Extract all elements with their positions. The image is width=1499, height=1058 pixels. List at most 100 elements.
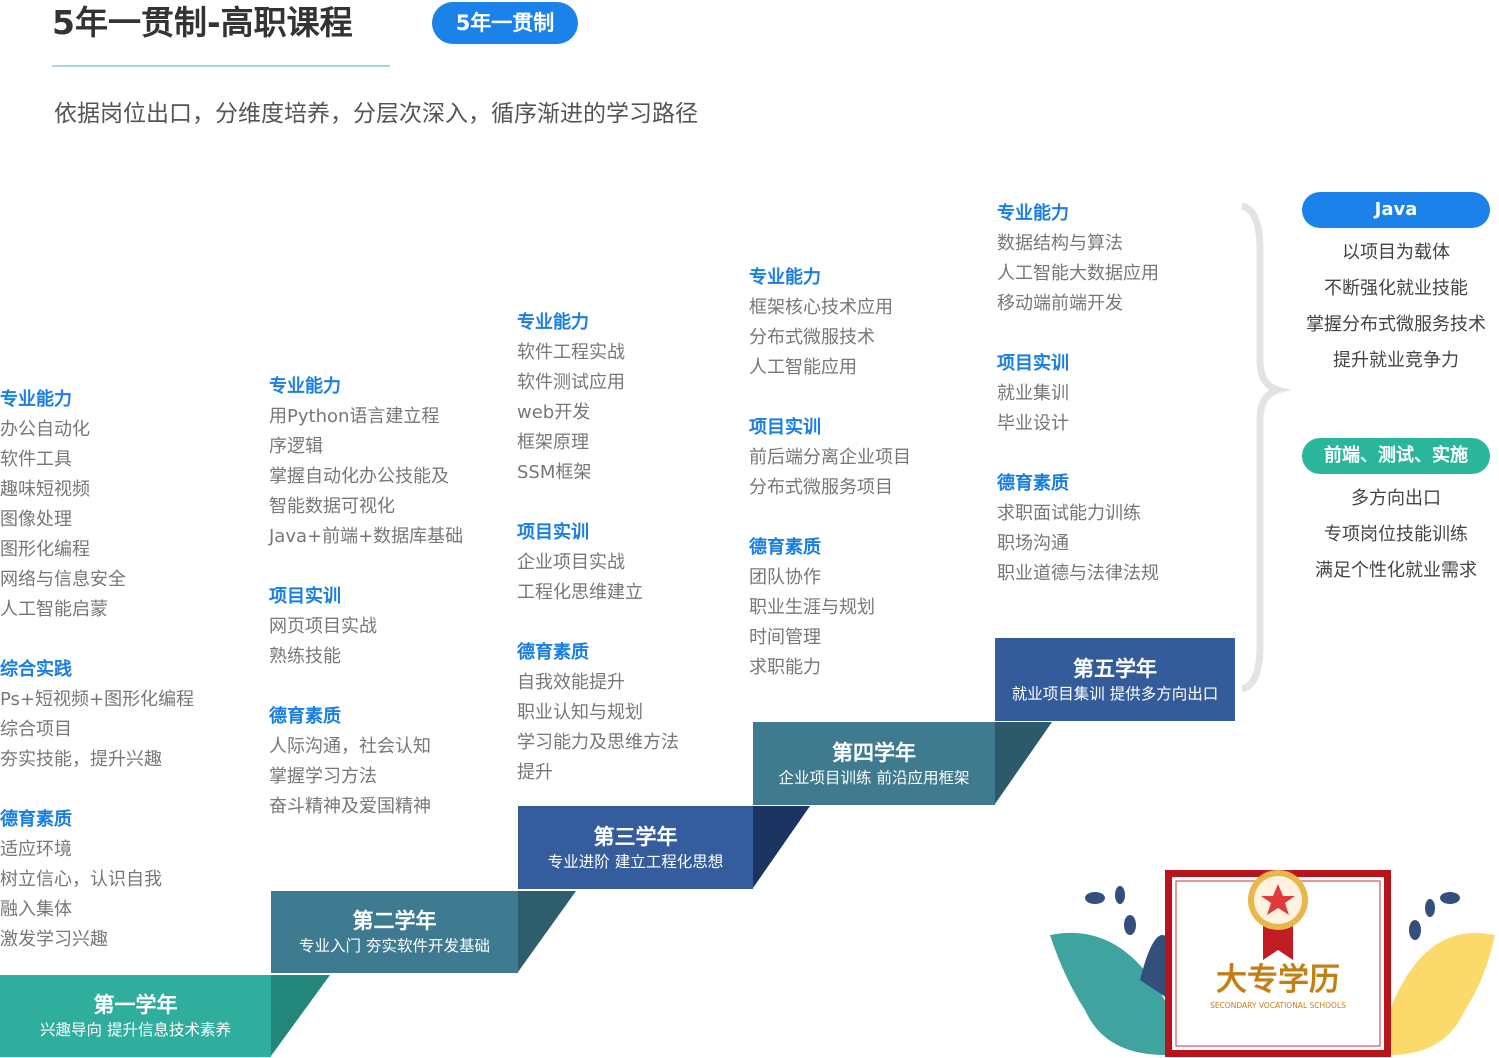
outcome-item: 满足个性化就业需求 (1315, 560, 1477, 581)
section-item: web开发 (517, 402, 591, 423)
section-heading: 项目实训 (269, 586, 341, 607)
section-item: 人工智能应用 (749, 357, 857, 378)
section-heading: 项目实训 (997, 353, 1069, 374)
section-heading: 德育素质 (749, 537, 821, 558)
year-3-step: 第三学年专业进阶 建立工程化思想 (518, 806, 753, 889)
section-item: 毕业设计 (997, 413, 1069, 434)
section-item: 掌握学习方法 (269, 766, 377, 787)
section-item: 网络与信息安全 (0, 569, 126, 590)
year-1-step: 第一学年兴趣导向 提升信息技术素养 (0, 975, 271, 1057)
section-heading: 德育素质 (269, 706, 341, 727)
section-item: 团队协作 (749, 567, 821, 588)
year-2-step: 第二学年专业入门 夯实软件开发基础 (271, 891, 518, 973)
section-item: 智能数据可视化 (269, 496, 395, 517)
section-item: 图像处理 (0, 509, 72, 530)
step-desc: 专业进阶 建立工程化思想 (547, 852, 724, 871)
section-item: 职场沟通 (997, 533, 1069, 554)
section-heading: 专业能力 (997, 203, 1069, 224)
year-4-step: 第四学年企业项目训练 前沿应用框架 (753, 722, 995, 805)
section-item: 提升 (517, 762, 553, 783)
section-item: 网页项目实战 (269, 616, 377, 637)
section-item: 熟练技能 (269, 646, 341, 667)
diploma-certificate: 大专学历 SECONDARY VOCATIONAL SCHOOLS (1045, 860, 1499, 1058)
section-item: 趣味短视频 (0, 479, 90, 500)
section-item: 就业集训 (997, 383, 1069, 404)
section-item: 框架核心技术应用 (749, 297, 893, 318)
section-item: 人工智能大数据应用 (997, 263, 1159, 284)
year-5-step: 第五学年就业项目集训 提供多方向出口 (995, 638, 1235, 721)
outcome-item: 掌握分布式微服务技术 (1306, 314, 1486, 335)
section-item: 企业项目实战 (517, 552, 625, 573)
section-item: 自我效能提升 (517, 672, 625, 693)
section-item: 用Python语言建立程 (269, 406, 440, 427)
step-year: 第五学年 (1073, 656, 1157, 681)
section-item: 分布式微服务项目 (749, 477, 893, 498)
outcome-item: 多方向出口 (1351, 488, 1441, 509)
step-desc: 兴趣导向 提升信息技术素养 (40, 1021, 231, 1039)
outcome-item: 不断强化就业技能 (1324, 278, 1468, 299)
section-heading: 专业能力 (269, 376, 341, 397)
section-heading: 专业能力 (0, 389, 72, 410)
section-heading: 专业能力 (517, 312, 589, 333)
section-item: 人工智能启蒙 (0, 599, 108, 620)
outcome-pill: 前端、测试、实施 (1302, 438, 1490, 474)
section-item: 图形化编程 (0, 539, 90, 560)
brace-icon (1240, 202, 1292, 693)
certificate-title: 大专学历 (1216, 962, 1340, 998)
section-item: 数据结构与算法 (997, 233, 1123, 254)
section-item: 激发学习兴趣 (0, 929, 108, 950)
leaf-decoration-icon (1050, 870, 1495, 1057)
step-desc: 专业入门 夯实软件开发基础 (299, 937, 490, 955)
outcome-item: 专项岗位技能训练 (1324, 524, 1468, 545)
section-heading: 德育素质 (517, 642, 589, 663)
section-item: 工程化思维建立 (517, 582, 643, 603)
section-item: Ps+短视频+图形化编程 (0, 689, 195, 710)
section-item: Java+前端+数据库基础 (269, 526, 464, 547)
section-item: 学习能力及思维方法 (517, 732, 679, 753)
section-item: 职业生涯与规划 (749, 597, 875, 618)
certificate-subtitle: SECONDARY VOCATIONAL SCHOOLS (1210, 1001, 1346, 1010)
year-1-column: 专业能力办公自动化软件工具趣味短视频图像处理图形化编程网络与信息安全人工智能启蒙… (0, 385, 194, 955)
section-item: 人际沟通，社会认知 (269, 736, 431, 757)
year-2-column: 专业能力用Python语言建立程序逻辑掌握自动化办公技能及智能数据可视化 Java… (269, 372, 463, 822)
section-item: 夯实技能，提升兴趣 (0, 749, 162, 770)
section-item: 框架原理 (517, 432, 589, 453)
section-item: 前后端分离企业项目 (749, 447, 911, 468)
section-item: 适应环境 (0, 839, 72, 860)
section-heading: 专业能力 (749, 267, 821, 288)
outcome-item: 提升就业竞争力 (1333, 350, 1459, 371)
year-5-column: 专业能力数据结构与算法人工智能大数据应用移动端前端开发项目实训就业集训毕业设计德… (997, 199, 1159, 589)
section-item: 时间管理 (749, 627, 821, 648)
section-item: 软件工具 (0, 449, 72, 470)
section-item: 求职面试能力训练 (997, 503, 1141, 524)
step-desc: 企业项目训练 前沿应用框架 (778, 768, 970, 787)
step-year: 第一学年 (93, 993, 178, 1017)
section-item: 奋斗精神及爱国精神 (269, 796, 431, 817)
step-year: 第二学年 (352, 909, 437, 933)
section-item: 移动端前端开发 (997, 293, 1123, 314)
year-4-column: 专业能力框架核心技术应用分布式微服技术人工智能应用项目实训前后端分离企业项目分布… (749, 263, 911, 683)
section-heading: 德育素质 (0, 809, 72, 830)
section-item: 树立信心，认识自我 (0, 869, 162, 890)
section-item: 求职能力 (749, 657, 821, 678)
section-heading: 项目实训 (749, 417, 821, 438)
step-desc: 就业项目集训 提供多方向出口 (1011, 684, 1219, 703)
section-heading: 德育素质 (997, 473, 1069, 494)
section-item: 办公自动化 (0, 419, 90, 440)
section-item: 掌握自动化办公技能及 (269, 466, 449, 487)
section-item: 序逻辑 (269, 436, 323, 457)
step-year: 第三学年 (593, 824, 678, 849)
section-item: SSM框架 (517, 462, 592, 483)
section-item: 分布式微服技术 (749, 327, 875, 348)
program-badge: 5年一贯制 (432, 2, 578, 44)
section-item: 职业道德与法律法规 (997, 563, 1159, 584)
outcome-pill: Java (1302, 192, 1490, 228)
section-item: 软件测试应用 (517, 372, 625, 393)
outcome-item: 以项目为载体 (1342, 242, 1450, 263)
page-subtitle: 依据岗位出口，分维度培养，分层次深入，循序渐进的学习路径 (54, 101, 698, 127)
step-year: 第四学年 (832, 740, 916, 765)
page-title: 5年一贯制-高职课程 (52, 3, 353, 42)
section-item: 融入集体 (0, 899, 72, 920)
